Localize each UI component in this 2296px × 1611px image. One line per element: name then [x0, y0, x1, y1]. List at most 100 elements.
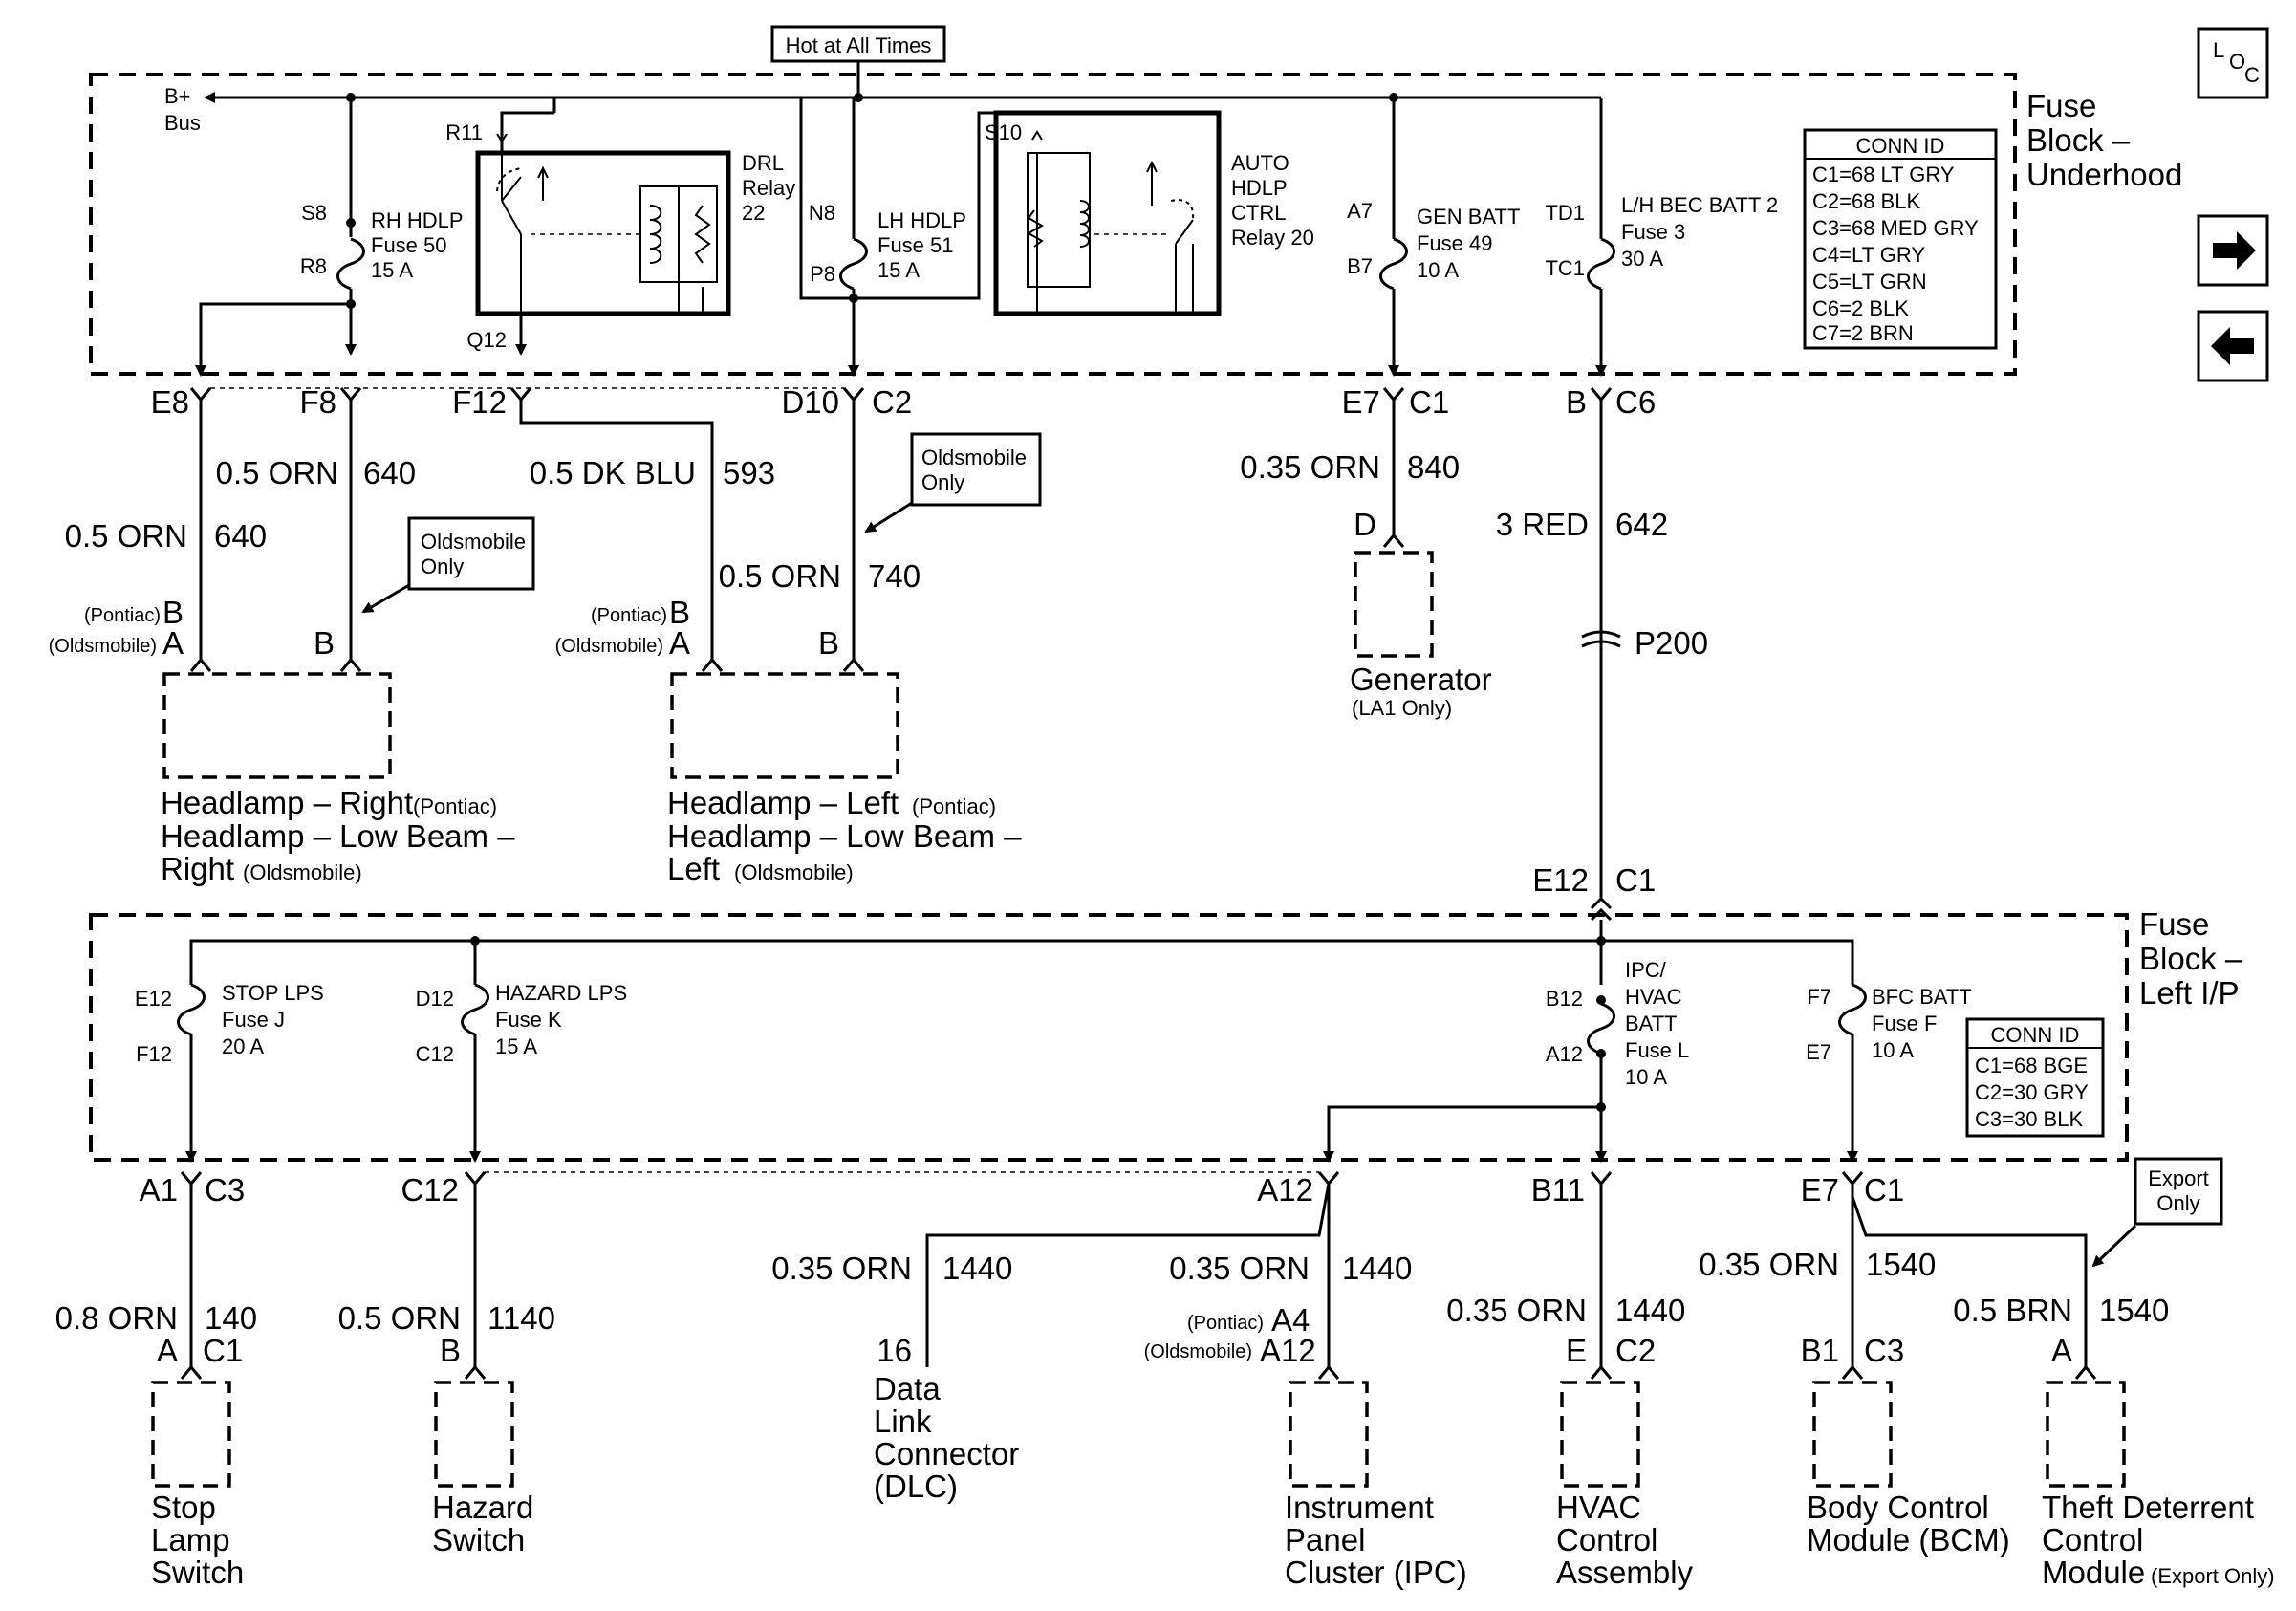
export-only-callout: Export Only: [2091, 1157, 2223, 1268]
svg-text:(DLC): (DLC): [874, 1469, 958, 1504]
headlamp-right-pins: (Pontiac) B (Oldsmobile) A B: [49, 595, 362, 672]
svg-text:BFC BATT: BFC BATT: [1872, 985, 1972, 1009]
arrow-left-icon[interactable]: [2197, 310, 2269, 382]
svg-text:DRL: DRL: [742, 151, 784, 175]
ipc-box[interactable]: [1289, 1381, 1369, 1488]
svg-text:C2: C2: [872, 384, 912, 420]
svg-text:Underhood: Underhood: [2026, 157, 2182, 192]
svg-text:(Oldsmobile): (Oldsmobile): [555, 636, 663, 657]
svg-text:B12: B12: [1546, 987, 1583, 1011]
svg-text:L: L: [2213, 38, 2224, 62]
svg-text:E7: E7: [1806, 1040, 1831, 1064]
bcm-box[interactable]: [1812, 1381, 1893, 1488]
svg-text:Switch: Switch: [432, 1522, 525, 1557]
svg-text:593: 593: [723, 455, 775, 490]
generator[interactable]: D Generator (LA1 Only): [1350, 507, 1492, 720]
svg-text:C6: C6: [1615, 384, 1656, 420]
svg-text:0.35 ORN: 0.35 ORN: [1169, 1251, 1310, 1286]
fuse-block-left-ip-title: Fuse Block – Left I/P: [2139, 906, 2243, 1011]
svg-text:D: D: [1354, 507, 1376, 542]
svg-text:Hot at All Times: Hot at All Times: [786, 33, 932, 57]
headlamp-left-box[interactable]: [670, 672, 899, 779]
svg-text:Q12: Q12: [466, 328, 507, 352]
arrow-right-icon[interactable]: [2197, 214, 2269, 287]
svg-text:1440: 1440: [1342, 1251, 1412, 1286]
svg-text:B1: B1: [1801, 1333, 1839, 1368]
svg-text:C5=LT GRN: C5=LT GRN: [1812, 270, 1927, 294]
p200-splice: P200: [1581, 625, 1708, 661]
svg-text:Fuse: Fuse: [2139, 906, 2209, 942]
fuse-block-underhood-title: Fuse Block – Underhood: [2026, 88, 2182, 192]
stop-lamp-switch-box[interactable]: [151, 1381, 231, 1488]
svg-text:20 A: 20 A: [222, 1034, 264, 1058]
svg-text:A: A: [157, 1333, 178, 1368]
stop-lps-fuse[interactable]: E12 F12 STOP LPS Fuse J 20 A: [135, 941, 324, 1163]
svg-text:C7=2 BRN: C7=2 BRN: [1812, 321, 1914, 345]
hvac-control-box[interactable]: [1560, 1381, 1640, 1488]
svg-text:Block –: Block –: [2139, 941, 2243, 976]
rh-hdlp-fuse[interactable]: S8 R8 RH HDLP Fuse 50 15 A: [300, 93, 464, 356]
svg-text:B: B: [314, 625, 335, 661]
svg-text:Switch: Switch: [151, 1555, 244, 1590]
svg-text:P200: P200: [1635, 625, 1708, 661]
loc-icon[interactable]: L O C: [2197, 27, 2269, 99]
svg-text:Only: Only: [421, 555, 464, 578]
svg-text:Instrument: Instrument: [1285, 1490, 1434, 1525]
hazard-lps-fuse[interactable]: D12 C12 HAZARD LPS Fuse K 15 A: [416, 941, 628, 1163]
svg-text:L/H BEC BATT 2: L/H BEC BATT 2: [1621, 193, 1778, 217]
ipc-hvac-batt-fuse[interactable]: B12 A12 IPC/ HVAC BATT Fuse L 10 A: [1546, 941, 1689, 1163]
svg-text:Fuse L: Fuse L: [1625, 1038, 1689, 1062]
wire-1540-tdm: [1851, 1196, 2088, 1367]
svg-text:Fuse 51: Fuse 51: [877, 233, 954, 257]
svg-text:16: 16: [877, 1333, 912, 1368]
svg-text:C1: C1: [203, 1333, 243, 1368]
svg-text:0.35 ORN: 0.35 ORN: [1446, 1293, 1587, 1328]
theft-deterrent-box[interactable]: [2046, 1381, 2126, 1488]
gen-batt-fuse[interactable]: A7 B7 GEN BATT Fuse 49 10 A: [1347, 93, 1520, 377]
svg-text:(Pontiac): (Pontiac): [84, 605, 161, 626]
headlamp-right-box[interactable]: [162, 672, 392, 779]
svg-text:A1: A1: [140, 1172, 178, 1208]
svg-text:LH HDLP: LH HDLP: [877, 208, 966, 232]
headlamp-left-pins: (Pontiac) B (Oldsmobile) A B: [555, 595, 865, 672]
svg-text:Hazard: Hazard: [432, 1490, 533, 1525]
svg-text:E12: E12: [135, 987, 172, 1011]
headlamp-right-label: Headlamp – Right (Pontiac) Headlamp – Lo…: [161, 785, 515, 886]
svg-text:Headlamp – Left: Headlamp – Left: [667, 785, 899, 820]
svg-text:A: A: [669, 625, 690, 661]
ipc-label: Instrument Panel Cluster (IPC): [1285, 1490, 1467, 1590]
svg-text:Data: Data: [874, 1371, 941, 1406]
svg-text:642: 642: [1615, 507, 1668, 542]
hazard-switch-label: Hazard Switch: [432, 1490, 533, 1557]
svg-text:3 RED: 3 RED: [1496, 507, 1589, 542]
svg-text:0.5 ORN: 0.5 ORN: [719, 558, 841, 594]
svg-text:(Pontiac): (Pontiac): [1187, 1313, 1264, 1334]
svg-text:Left I/P: Left I/P: [2139, 975, 2240, 1011]
bfc-batt-fuse[interactable]: F7 E7 BFC BATT Fuse F 10 A: [1806, 956, 1972, 1163]
dlc-label[interactable]: Data Link Connector (DLC): [874, 1371, 1019, 1504]
svg-text:Oldsmobile: Oldsmobile: [421, 530, 526, 554]
svg-text:E: E: [1566, 1333, 1587, 1368]
svg-text:D12: D12: [416, 987, 454, 1011]
svg-text:CONN ID: CONN ID: [1856, 134, 1945, 158]
svg-text:A: A: [2051, 1333, 2072, 1368]
upper-wire-labels: 0.5 ORN 640 0.5 ORN 640 0.5 DK BLU 593 0…: [65, 449, 1668, 594]
svg-text:GEN BATT: GEN BATT: [1417, 205, 1520, 229]
drl-relay[interactable]: R11 DRL Relay 22: [445, 111, 795, 316]
svg-text:Fuse F: Fuse F: [1872, 1012, 1937, 1035]
svg-text:S10: S10: [985, 120, 1022, 144]
hazard-switch-box[interactable]: [434, 1381, 514, 1488]
svg-text:C2=30 GRY: C2=30 GRY: [1975, 1080, 2089, 1104]
bec-batt-fuse[interactable]: TD1 TC1 L/H BEC BATT 2 Fuse 3 30 A: [1545, 98, 1778, 377]
svg-text:R8: R8: [300, 254, 327, 278]
svg-text:Headlamp – Low Beam –: Headlamp – Low Beam –: [161, 818, 515, 854]
svg-text:10 A: 10 A: [1417, 258, 1459, 282]
underhood-connector-labels: E8 F8 F12 D10 C2 E7 C1 B C6: [151, 384, 1657, 420]
lh-hdlp-fuse[interactable]: N8 P8 LH HDLP Fuse 51 15 A: [809, 98, 966, 354]
svg-text:(Pontiac): (Pontiac): [591, 605, 667, 626]
bplus-bus-label: B+: [164, 84, 191, 108]
svg-text:Control: Control: [2042, 1522, 2143, 1557]
auto-hdlp-relay[interactable]: S10 AUTO HDLP CTRL Relay 20: [985, 110, 1314, 316]
